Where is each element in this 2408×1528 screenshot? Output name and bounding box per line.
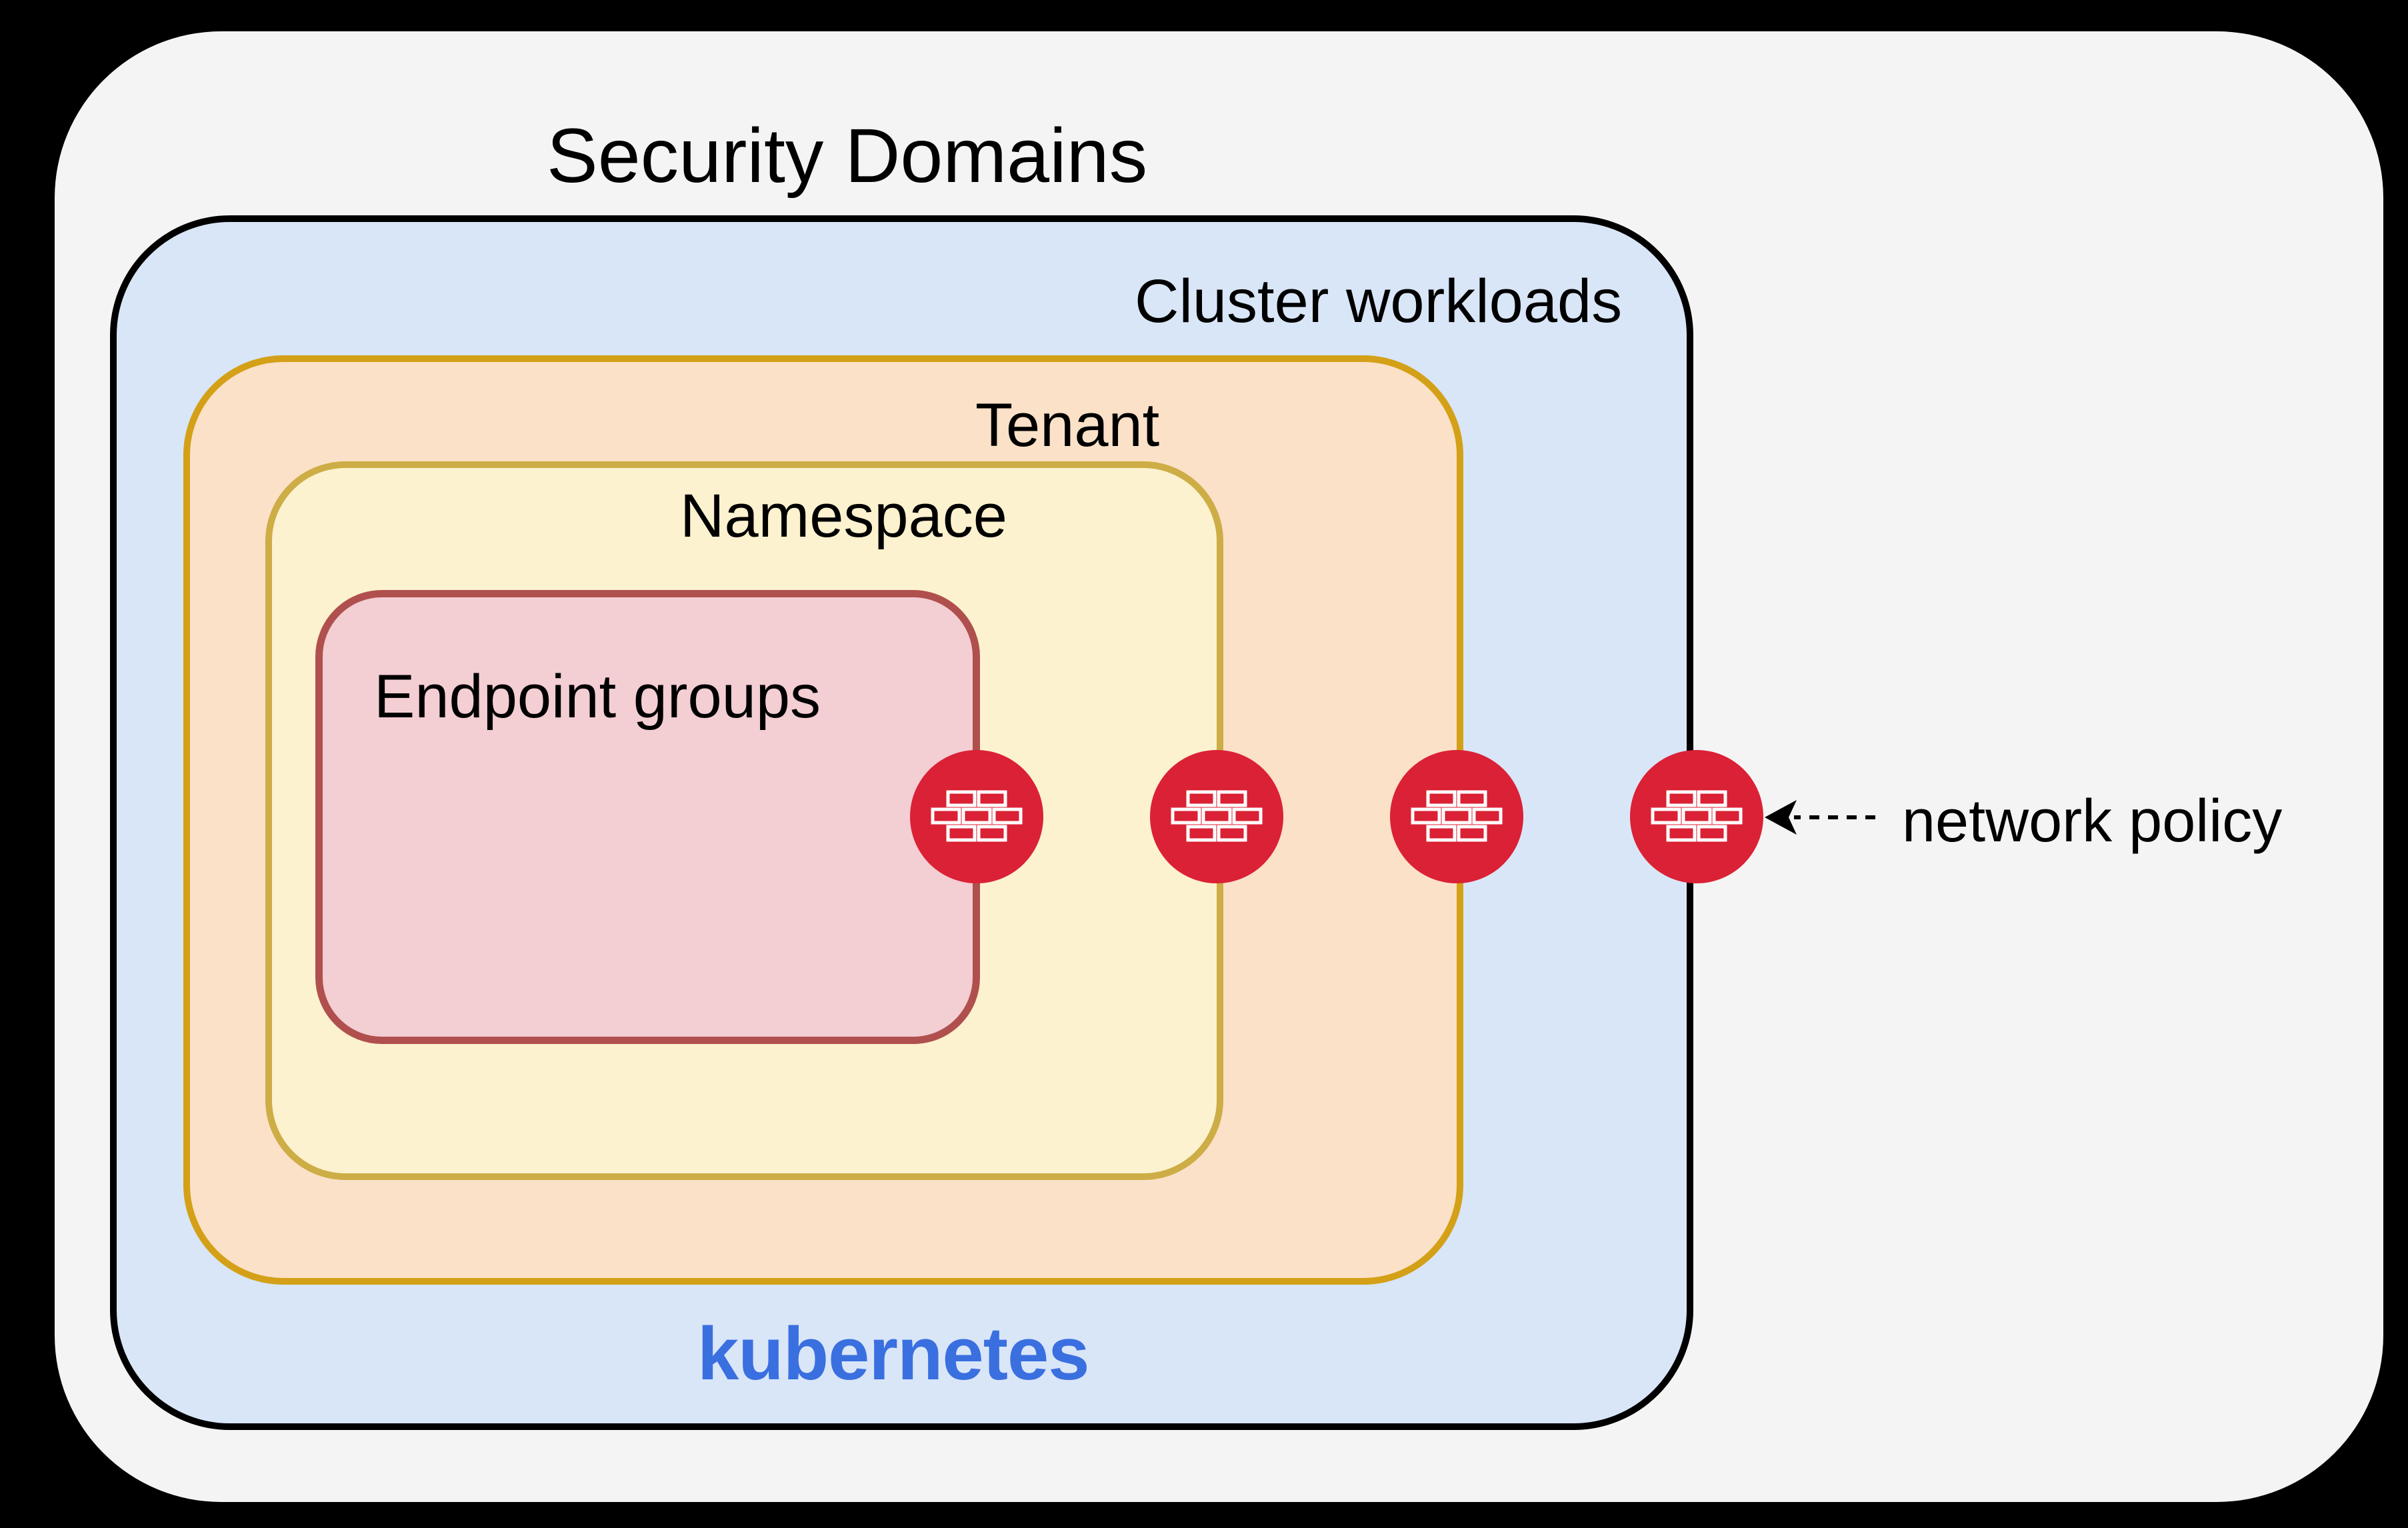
security-domains-panel: Security Domains Cluster workloads kuber…: [55, 31, 2383, 1502]
cluster-workloads-label: Cluster workloads: [1135, 267, 1623, 335]
firewall-brick-wall-icon: [1171, 790, 1263, 842]
firewall-brick-wall-icon: [1651, 790, 1743, 842]
firewall-brick-wall-icon: [1411, 790, 1503, 842]
diagram-title: Security Domains: [547, 113, 1148, 199]
firewall-icon: [1390, 750, 1523, 883]
endpoint-groups-label: Endpoint groups: [374, 663, 821, 731]
firewall-icon: [1630, 750, 1763, 883]
firewall-icon: [910, 750, 1043, 883]
firewall-brick-wall-icon: [931, 790, 1023, 842]
tenant-label: Tenant: [975, 391, 1160, 459]
kubernetes-wordmark: kubernetes: [697, 1312, 1090, 1395]
endpoint-groups-box: [315, 590, 980, 1044]
namespace-label: Namespace: [680, 482, 1007, 550]
network-policy-arrow: [1765, 800, 1875, 835]
network-policy-label: network policy: [1902, 788, 2283, 855]
firewall-icon: [1150, 750, 1283, 883]
